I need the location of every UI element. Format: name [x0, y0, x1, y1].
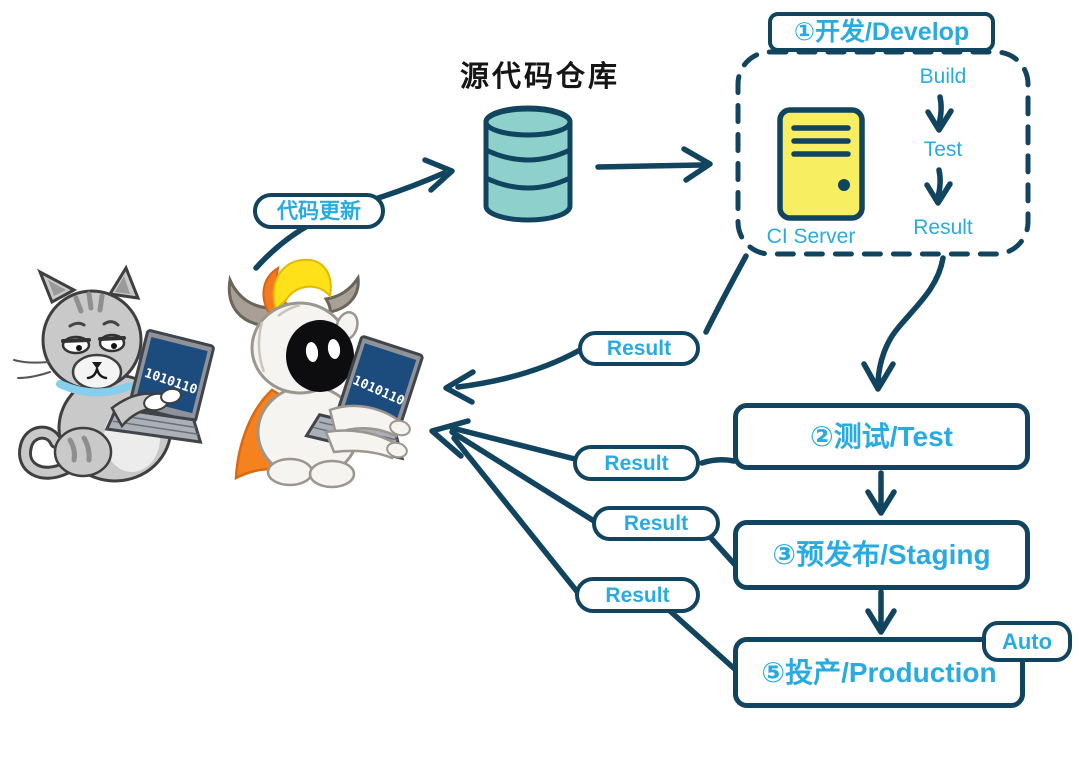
- arrow-build-test-head: [925, 108, 954, 133]
- arrow-result3-to-laptop: [449, 429, 597, 524]
- cat-character: 1010110: [13, 264, 215, 483]
- repo-title: 源代码仓库: [459, 59, 620, 93]
- line-ci-to-result: [703, 253, 749, 335]
- arrow-db-to-ci-head: [681, 146, 713, 183]
- arrow-db-to-ci: [595, 162, 705, 170]
- result-pill-2: Result: [573, 445, 700, 481]
- arrow-result4-to-laptop: [451, 435, 582, 597]
- arrow-result2-to-laptop: [449, 425, 578, 462]
- stage-box-staging: ③预发布/Staging: [733, 520, 1030, 590]
- arrow-ci-to-test: [875, 255, 946, 385]
- stage-box-test: ②测试/Test: [733, 403, 1030, 470]
- arrow-test-result-head: [924, 181, 953, 206]
- code-update-pill: 代码更新: [253, 193, 385, 229]
- arrow-converge-head: [429, 418, 471, 459]
- ci-server-label: CI Server: [766, 225, 856, 248]
- arrow-test-to-staging-head: [865, 489, 897, 516]
- step-build: Build: [919, 65, 967, 88]
- arrow-staging-to-production-head: [865, 608, 897, 635]
- result-pill-4: Result: [575, 577, 700, 613]
- cat-collar: [56, 380, 134, 397]
- line-production-to-result: [667, 608, 741, 675]
- step-test: Test: [923, 138, 963, 161]
- mascot-horn-right: [323, 273, 360, 314]
- arrow-result-to-laptop: [455, 347, 583, 390]
- step-result: Result: [913, 216, 973, 239]
- result-pill-3: Result: [592, 506, 720, 541]
- connector-arrows: [253, 94, 954, 675]
- mascot-character: 1010110: [227, 258, 424, 489]
- arrow-result-to-laptop-head: [443, 369, 476, 405]
- line-staging-to-result: [707, 534, 740, 570]
- ci-server-icon: [777, 107, 865, 221]
- database-icon: [483, 105, 573, 223]
- arrow-test-result: [935, 167, 943, 200]
- mascot-face: [286, 320, 354, 392]
- line-test-to-result: [699, 456, 737, 466]
- mascot-hair: [272, 258, 332, 313]
- stage-box-production: ⑤投产/Production: [733, 637, 1025, 708]
- arrow-ci-to-test-head: [861, 361, 896, 392]
- arrow-build-test: [936, 94, 944, 127]
- develop-stage-label: ①开发/Develop: [768, 12, 995, 52]
- arrow-code-update-head: [422, 157, 455, 193]
- auto-badge: Auto: [982, 621, 1072, 662]
- develop-dashed-box: [735, 49, 1031, 257]
- result-pill-1: Result: [578, 331, 700, 366]
